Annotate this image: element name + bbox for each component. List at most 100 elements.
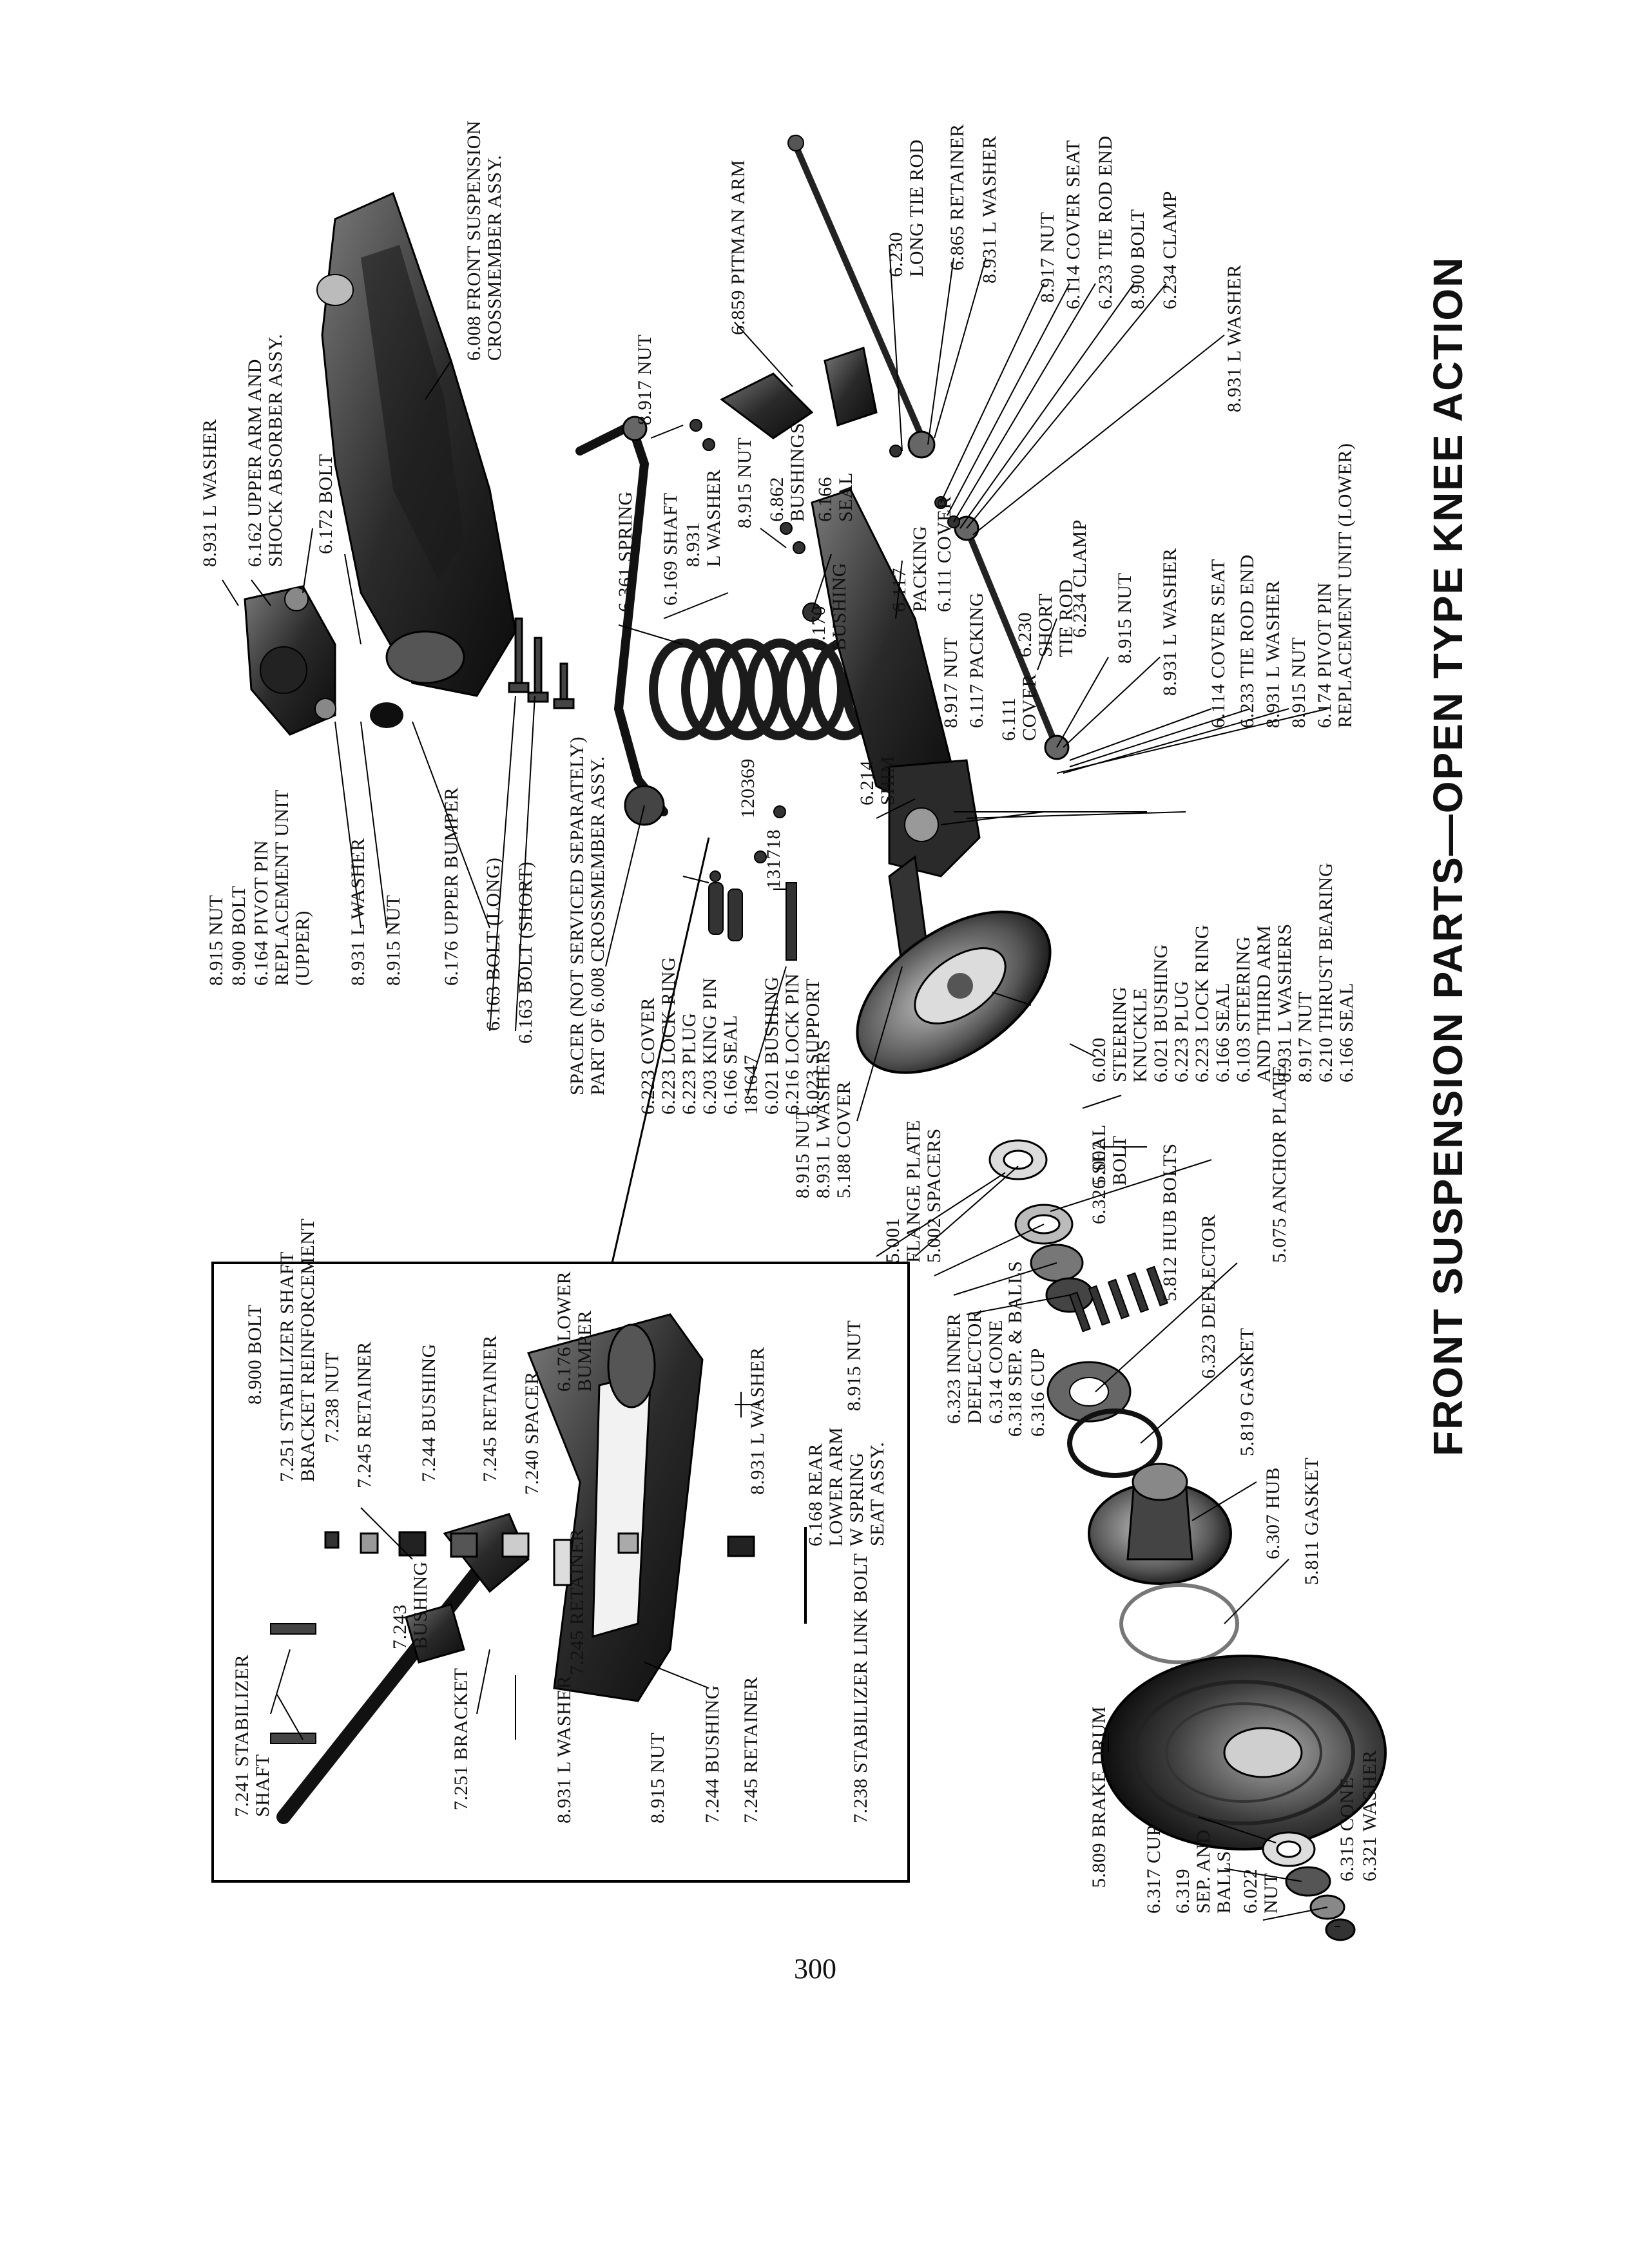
label-bolt-short: 6.163 BOLT (SHORT) bbox=[515, 861, 536, 1044]
label-inset-l-washer-bottom: 8.931 L WASHER bbox=[554, 1675, 575, 1823]
label-upper-l-washer: 8.931 L WASHER bbox=[199, 419, 220, 567]
label-upper-bumper: 6.176 UPPER BUMPER bbox=[441, 787, 462, 986]
label-cup-6316: 6.316 CUP bbox=[1027, 1348, 1048, 1437]
small-parts bbox=[689, 419, 960, 961]
label-bracket-reinforcement: 7.251 STABILIZER SHAFT BRACKET REINFORCE… bbox=[276, 1218, 318, 1482]
label-inset-nut-bottom: 8.915 NUT bbox=[647, 1732, 668, 1823]
label-hub-bolts: 5.812 HUB BOLTS bbox=[1159, 1143, 1181, 1302]
upper-bumper-part bbox=[370, 702, 403, 728]
label-lower-bushing: 6.170 BUSHING bbox=[808, 562, 850, 651]
label-deflector: 6.323 DEFLECTOR bbox=[1198, 1214, 1219, 1379]
label-tie-rod-nut: 8.917 NUT bbox=[1037, 211, 1058, 303]
label-knuckle-nut: 8.917 NUT bbox=[940, 637, 961, 728]
label-inset-retainer-bottom: 7.245 RETAINER bbox=[740, 1677, 762, 1823]
label-inset-bushing-7243: 7.243 BUSHING bbox=[389, 1561, 431, 1649]
label-inset-bolt: 8.900 BOLT bbox=[244, 1304, 265, 1405]
label-short-tie-rod: 6.230 SHORT TIE ROD bbox=[1014, 579, 1077, 657]
lower-arm-assy bbox=[811, 488, 981, 968]
deflector bbox=[1046, 1361, 1132, 1423]
label-inset-nut: 8.915 NUT bbox=[843, 1320, 865, 1411]
label-pitman-nut: 8.917 NUT bbox=[634, 334, 655, 425]
label-inset-bracket: 7.251 BRACKET bbox=[450, 1667, 472, 1811]
label-shaft: 6.169 SHAFT bbox=[660, 492, 681, 606]
label-sep-balls-6318: 6.318 SEP. & BALLS bbox=[1005, 1260, 1026, 1437]
label-inset-spacer: 7.240 SPACER bbox=[521, 1371, 543, 1495]
label-gasket-5819: 5.819 GASKET bbox=[1237, 1327, 1258, 1456]
label-left-nut: 8.915 NUT bbox=[206, 894, 227, 986]
label-part-131718: 131718 bbox=[763, 829, 784, 889]
bearing-stack bbox=[988, 1139, 1094, 1313]
label-short-nut: 8.915 NUT bbox=[1114, 572, 1135, 664]
label-pitman-bushings: 6.862 BUSHINGS bbox=[766, 422, 808, 522]
label-inset-l-washer: 8.931 L WASHER bbox=[747, 1347, 768, 1495]
label-cover-seat-lower: 6.114 COVER SEAT bbox=[1208, 559, 1229, 728]
label-inner-deflector: 6.323 INNER DEFLECTOR bbox=[943, 1309, 985, 1424]
label-inset-nut-7238: 7.238 NUT bbox=[322, 1352, 343, 1443]
label-anchor-plate: 5.075 ANCHOR PLATE bbox=[1269, 1065, 1290, 1263]
label-cover-seat-upper: 6.114 COVER SEAT bbox=[1063, 140, 1084, 309]
label-upper-bolt: 6.172 BOLT bbox=[315, 454, 336, 554]
label-cup-6317: 6.317 CUP bbox=[1143, 1825, 1164, 1914]
label-shaft-nut: 8.915 NUT bbox=[734, 437, 755, 528]
label-right-l-washer: 8.931 L WASHER bbox=[1224, 264, 1245, 412]
gasket-5811 bbox=[1119, 1583, 1239, 1664]
label-cover-upper: 6.111 COVER bbox=[934, 496, 955, 612]
label-shaft-l-washer: 8.931 L WASHER bbox=[682, 469, 724, 567]
pitman-arm bbox=[720, 347, 878, 439]
label-left-l-washer: 8.931 L WASHER bbox=[347, 838, 369, 986]
label-upper-arm-shock: 6.162 UPPER ARM AND SHOCK ABSORBER ASSY. bbox=[244, 333, 286, 567]
label-lower-l-washer: 8.931 L WASHER bbox=[1262, 580, 1284, 728]
leader-lines bbox=[222, 244, 1340, 1927]
label-tie-rod-end-upper: 6.233 TIE ROD END bbox=[1095, 135, 1116, 309]
label-inset-retainer-top: 7.245 RETAINER bbox=[354, 1341, 375, 1488]
inset-lower-arm bbox=[526, 1313, 704, 1702]
page-title: FRONT SUSPENSION PARTS—OPEN TYPE KNEE AC… bbox=[1425, 256, 1471, 1456]
label-lower-nut: 8.915 NUT bbox=[1288, 637, 1309, 728]
label-cover-group: 8.915 NUT 8.931 L WASHERS 5.188 COVER bbox=[792, 1039, 854, 1198]
label-rear-lower-arm: 6.168 REAR LOWER ARM W SPRING SEAT ASSY. bbox=[805, 1427, 888, 1546]
label-packing-lower: 6.117 PACKING bbox=[966, 592, 987, 728]
label-tie-rod-end-lower: 6.233 TIE ROD END bbox=[1237, 554, 1258, 728]
label-gasket-5811: 5.811 GASKET bbox=[1301, 1457, 1322, 1585]
label-inset-retainer-mid: 7.245 RETAINER bbox=[479, 1335, 501, 1482]
label-brake-drum: 5.809 BRAKE DRUM bbox=[1088, 1706, 1110, 1888]
label-tie-rod-clamp: 6.234 CLAMP bbox=[1159, 191, 1181, 309]
long-tie-rod bbox=[787, 135, 936, 459]
label-left-nut-2: 8.915 NUT bbox=[383, 894, 404, 986]
label-left-bolt: 8.900 BOLT bbox=[228, 885, 249, 986]
label-cone-6314: 6.314 CONE bbox=[985, 1320, 1007, 1424]
crossmember-assy bbox=[316, 191, 517, 697]
label-crossmember-assy: 6.008 FRONT SUSPENSION CROSSMEMBER ASSY. bbox=[463, 120, 505, 361]
upper-arm-shock-absorber bbox=[244, 585, 403, 736]
label-bolt-long: 6.163 BOLT (LONG) bbox=[483, 857, 504, 1031]
label-lower-bumper: 6.176 LOWER BUMPER bbox=[554, 1271, 595, 1392]
label-part-120369: 120369 bbox=[737, 758, 758, 818]
hub bbox=[1088, 1463, 1232, 1585]
label-stabilizer-shaft: 7.241 STABILIZER SHAFT bbox=[231, 1654, 273, 1817]
outer-bearing-parts bbox=[1262, 1831, 1356, 1941]
label-pitman-seal: 6.166 SEAL bbox=[815, 472, 856, 522]
label-pivot-pin-upper: 6.164 PIVOT PIN REPLACEMENT UNIT (UPPER) bbox=[251, 789, 313, 986]
label-flange-plate: 5.001 FLANGE PLATE 5.002 SPACERS bbox=[882, 1120, 945, 1263]
label-seal-6326: 6.326 SEAL bbox=[1088, 1124, 1110, 1224]
label-pitman-arm: 6.859 PITMAN ARM bbox=[728, 159, 749, 335]
label-long-tie-rod: 6.230 LONG TIE ROD bbox=[885, 139, 927, 277]
label-nut-6022: 6.022 NUT bbox=[1240, 1869, 1282, 1914]
label-sep-balls-6319: 6.319 SEP. AND BALLS bbox=[1172, 1829, 1235, 1914]
hub-bolts bbox=[1068, 1265, 1169, 1332]
page-number: 300 bbox=[794, 1953, 836, 1984]
label-stabilizer-link-bolt: 7.238 STABILIZER LINK BOLT bbox=[850, 1553, 871, 1823]
label-inset-bushing-7244-top: 7.244 BUSHING bbox=[418, 1343, 439, 1482]
label-cover-lower: 6.111 COVER bbox=[998, 673, 1040, 741]
gasket-5819 bbox=[1067, 1408, 1162, 1478]
inset-bushings bbox=[324, 1527, 807, 1624]
label-spacer-note: SPACER (NOT SERVICED SEPARATELY) PART OF… bbox=[566, 736, 608, 1095]
label-inset-bushing-bottom: 7.244 BUSHING bbox=[702, 1685, 723, 1823]
label-spring: 6.361 SPRING bbox=[615, 491, 636, 612]
label-shim: 6.214 SHIM bbox=[856, 755, 898, 805]
crossmember-bolts bbox=[508, 617, 575, 709]
label-washer-6321: 6.321 WASHER bbox=[1359, 1750, 1380, 1881]
label-pivot-pin-lower: 6.174 PIVOT PIN REPLACEMENT UNIT (LOWER) bbox=[1314, 443, 1356, 728]
